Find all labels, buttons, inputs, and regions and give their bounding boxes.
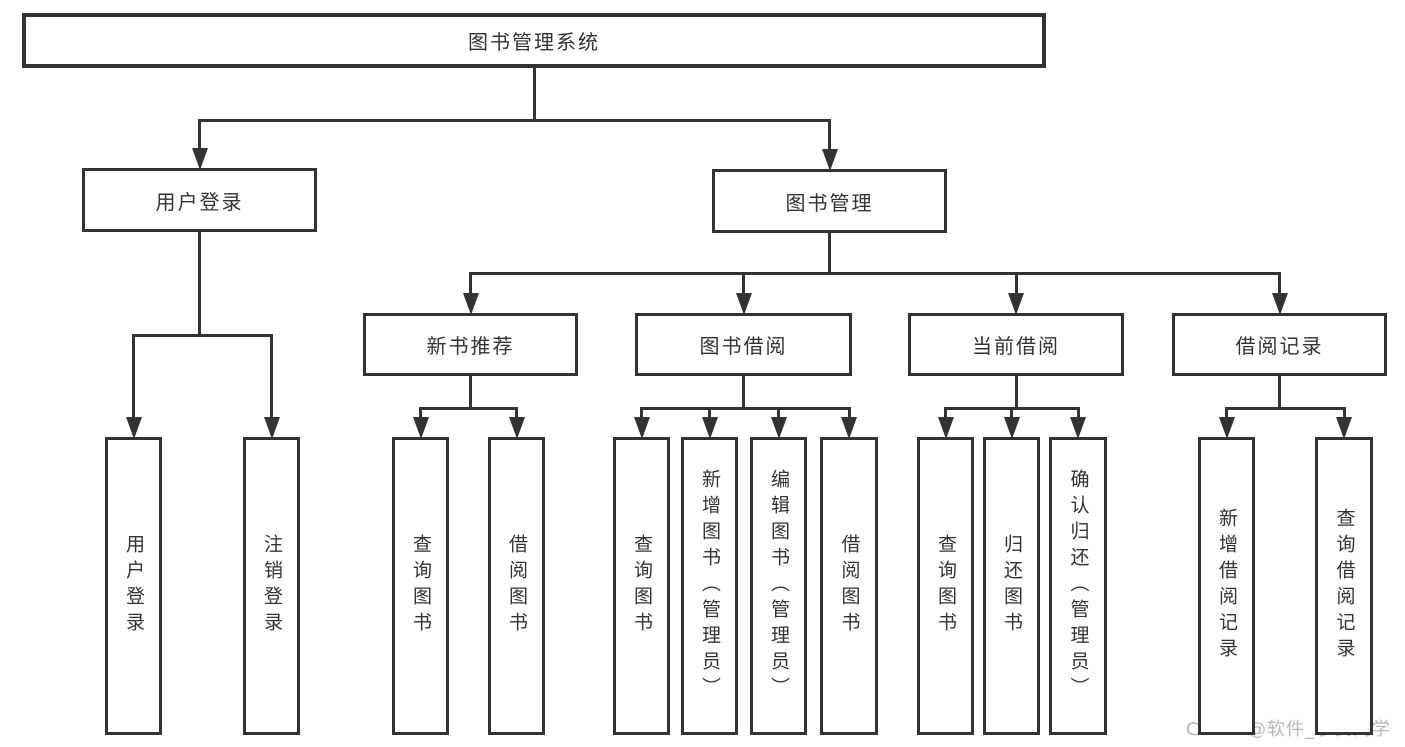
node-label: 确认归还（管理员） [1067,469,1090,703]
connector-line [419,406,518,410]
connector-line [742,273,745,293]
arrowhead-down-icon [1271,293,1288,315]
arrowhead-down-icon [125,417,142,439]
node-label: 借阅图书 [838,534,861,638]
arrowhead-down-icon [701,417,718,439]
connector-line [640,406,851,410]
node-label: 新增借阅记录 [1216,508,1238,664]
connector-line [198,118,831,122]
connector-line [640,408,643,417]
diagram-node-borrow-records: 借阅记录 [1172,313,1387,376]
diagram-node-rec-borrow-book: 借阅图书 [488,437,545,735]
connector-line [708,408,711,417]
arrowhead-down-icon [412,417,429,439]
connector-line [132,335,135,417]
arrowhead-down-icon [1218,417,1235,439]
arrowhead-down-icon [937,417,954,439]
node-label: 图书管理 [785,190,874,215]
arrowhead-down-icon [821,149,838,171]
connector-line [469,271,1281,275]
node-label: 查询借阅记录 [1333,508,1356,664]
node-label: 查询图书 [935,534,957,638]
diagram-node-user-login: 用户登录 [82,168,317,232]
node-label: 借阅记录 [1235,334,1324,358]
connector-line [847,408,851,417]
arrowhead-down-icon [508,417,525,439]
connector-line [1278,273,1281,293]
arrowhead-down-icon [1003,417,1020,439]
node-label: 归还图书 [1001,534,1023,638]
node-label: 查询图书 [410,534,432,638]
connector-line [469,273,472,293]
diagram-node-current-borrow: 当前借阅 [908,313,1124,376]
diagram-node-rec-query-book: 查询图书 [392,437,449,735]
node-label: 图书管理系统 [468,30,600,54]
node-label: 借阅图书 [506,534,528,638]
diagram-node-br-query-record: 查询借阅记录 [1315,437,1373,735]
node-label: 用户登录 [155,189,244,214]
connector-line [198,232,201,335]
node-label: 新书推荐 [426,334,515,358]
node-label: 图书借阅 [699,334,788,358]
diagram-node-cb-confirm-return: 确认归还（管理员） [1049,437,1107,735]
arrowhead-down-icon [770,417,787,439]
connector-line [828,233,831,273]
diagram-node-br-add-record: 新增借阅记录 [1198,437,1255,735]
connector-line [1014,273,1018,293]
node-label: 查询图书 [631,534,653,638]
connector-line [1076,408,1080,417]
connector-line [742,376,745,408]
diagram-node-book-borrow: 图书借阅 [635,313,852,376]
node-label: 新增图书（管理员） [699,469,721,703]
connector-line [828,120,831,149]
connector-line [532,68,536,120]
node-label: 当前借阅 [972,334,1060,358]
diagram-node-cb-return-book: 归还图书 [983,437,1040,735]
connector-line [419,408,422,417]
connector-line [1014,376,1018,408]
diagram-node-book-mgmt: 图书管理 [712,169,947,233]
connector-line [198,120,201,148]
arrowhead-down-icon [1336,417,1352,439]
connector-line [1225,408,1228,417]
arrowhead-down-icon [735,293,752,315]
node-label: 编辑图书（管理员） [768,469,790,703]
diagram-node-cb-query-book: 查询图书 [917,437,974,735]
diagram-node-bb-edit-book: 编辑图书（管理员） [750,437,807,735]
diagram-node-bb-query-book: 查询图书 [613,437,670,735]
diagram-node-logout: 注销登录 [243,437,300,735]
connector-line [1010,408,1013,417]
connector-line [1278,376,1281,408]
arrowhead-down-icon [1070,417,1086,439]
diagram-node-new-book-rec: 新书推荐 [363,313,578,376]
connector-line [1342,408,1346,417]
connector-line [132,333,273,337]
diagram-node-bb-borrow-book: 借阅图书 [820,437,878,735]
arrowhead-down-icon [841,417,857,439]
arrowhead-down-icon [1008,293,1024,315]
arrowhead-down-icon [263,417,280,439]
connector-line [1225,406,1346,410]
node-label: 用户登录 [123,534,145,638]
connector-line [777,408,780,417]
arrowhead-down-icon [633,417,650,439]
diagram-node-bb-add-book: 新增图书（管理员） [681,437,738,735]
connector-line [270,335,273,417]
node-label: 注销登录 [261,534,283,638]
connector-line [515,408,518,417]
diagram-node-system: 图书管理系统 [22,13,1046,68]
arrowhead-down-icon [462,293,479,315]
arrowhead-down-icon [191,148,208,170]
connector-line [469,376,472,408]
connector-line [944,408,947,417]
diagram-node-login: 用户登录 [105,437,162,735]
